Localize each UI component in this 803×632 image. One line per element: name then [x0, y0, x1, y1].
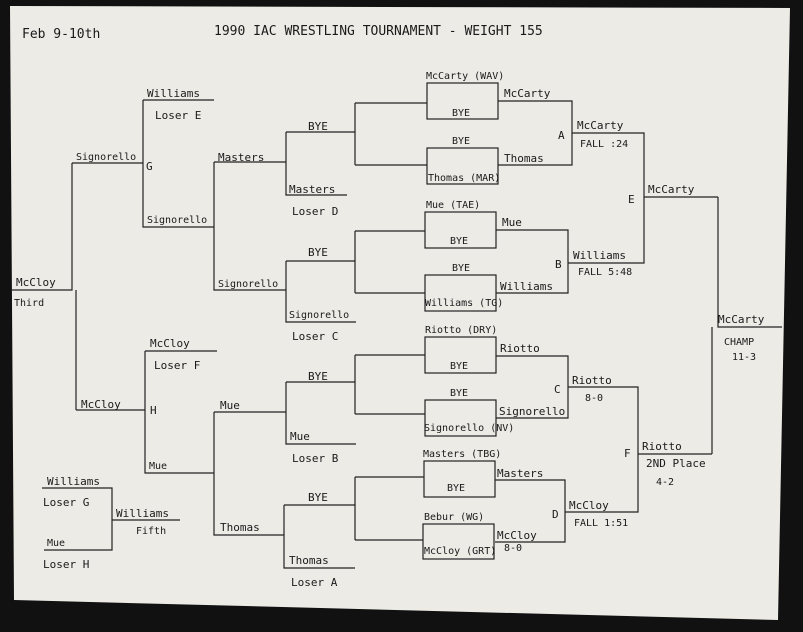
date-label: Feb 9-10th [22, 27, 100, 42]
semi-bracket-lines [565, 132, 782, 513]
cons-loser-f: Loser F [154, 359, 200, 372]
cons-g-signorello: Signorello [76, 152, 136, 163]
semi-c-winner: Riotto [572, 374, 612, 387]
cons-masters: Masters [218, 151, 264, 164]
quarter-b2: Williams [500, 280, 553, 293]
champion-label: CHAMP [724, 337, 754, 348]
cons-loser-e: Loser E [155, 109, 201, 122]
cons-bye-2: BYE [308, 246, 328, 259]
prelim-seed-1: McCarty (WAV) [426, 71, 504, 82]
champion-score: 11-3 [732, 352, 756, 363]
quarter-c1: Riotto [500, 342, 540, 355]
semi-d-result: FALL 1:51 [574, 518, 628, 529]
quarter-b1: Mue [502, 216, 522, 229]
final-f-winner: Riotto [642, 440, 682, 453]
fifth-mue: Mue [47, 538, 65, 549]
cons-bye-3: BYE [308, 370, 328, 383]
prelim-seed-6: Signorello (NV) [424, 423, 514, 434]
cons-loser-d: Loser D [292, 205, 338, 218]
tournament-title: 1990 IAC WRESTLING TOURNAMENT - WEIGHT 1… [214, 24, 543, 39]
champion-name: McCarty [718, 313, 765, 326]
fifth-loser-h: Loser H [43, 558, 89, 571]
prelim-pair-7: Masters (TBG) BYE [423, 449, 501, 498]
bout-label-f: F [624, 447, 631, 460]
cons-loser-c: Loser C [292, 330, 338, 343]
bout-label-b: B [555, 258, 562, 271]
semi-d-winner: McCloy [569, 499, 609, 512]
prelim-bye-7: BYE [447, 483, 465, 494]
prelim-seed-8: Bebur (WG) [424, 512, 484, 523]
semi-a-winner: McCarty [577, 119, 624, 132]
second-place-label: 2ND Place [646, 457, 706, 470]
cons-signorello-2: Signorello [289, 310, 349, 321]
prelim-box-8 [422, 523, 495, 560]
cons-g-signorello-2: Signorello [147, 215, 207, 226]
prelim-bye-3: BYE [450, 236, 468, 247]
cons-masters-2: Masters [289, 183, 335, 196]
prelim-pair-2: BYE Thomas (MAR) [426, 136, 500, 185]
semi-a-result: FALL :24 [580, 139, 628, 150]
prelim-seed-7: Masters (TBG) [423, 449, 501, 460]
fifth-place-label: Fifth [136, 526, 166, 537]
cons-thomas: Thomas [220, 521, 260, 534]
fifth-williams: Williams [47, 475, 100, 488]
consolation-lines [12, 99, 427, 569]
cons-h-mue: Mue [149, 461, 167, 472]
final-e-winner: McCarty [648, 183, 695, 196]
cons-mue-2: Mue [290, 430, 310, 443]
prelim-pair-8: Bebur (WG) McCloy (GRT) 8-0 [422, 512, 522, 560]
prelim-seed-9: McCloy (GRT) [424, 546, 496, 557]
cons-bye-1: BYE [308, 120, 328, 133]
bout-label-c: C [554, 383, 561, 396]
prelim-seed-5: Riotto (DRY) [425, 325, 497, 336]
quarter-d1: Masters [497, 467, 543, 480]
cons-thomas-2: Thomas [289, 554, 329, 567]
cons-g-williams: Williams [147, 87, 200, 100]
prelim-seed-2: Thomas (MAR) [428, 173, 500, 184]
second-place-score: 4-2 [656, 477, 674, 488]
quarter-d2: McCloy [497, 529, 537, 542]
semi-b-winner: Williams [573, 249, 626, 262]
bout-label-e: E [628, 193, 635, 206]
prelim-bye-1: BYE [452, 108, 470, 119]
cons-bye-4: BYE [308, 491, 328, 504]
quarter-c2: Signorello [499, 405, 565, 418]
fifth-loser-g: Loser G [43, 496, 89, 509]
prelim-seed-4: Williams (TG) [425, 298, 503, 309]
third-place-name: McCloy [16, 276, 56, 289]
third-place-label: Third [14, 298, 44, 309]
prelim-score-8: 8-0 [504, 543, 522, 554]
semi-c-result: 8-0 [585, 393, 603, 404]
prelim-box-2 [426, 147, 499, 185]
cons-loser-b: Loser B [292, 452, 339, 465]
quarter-a2: Thomas [504, 152, 544, 165]
prelim-bye-4: BYE [452, 263, 470, 274]
cons-mue: Mue [220, 399, 240, 412]
cons-loser-a: Loser A [291, 576, 338, 589]
fifth-place-name: Williams [116, 507, 169, 520]
bout-label-h: H [150, 404, 157, 417]
prelim-bye-5: BYE [450, 361, 468, 372]
semi-b-result: FALL 5:48 [578, 267, 632, 278]
bout-label-a: A [558, 129, 565, 142]
prelim-seed-3: Mue (TAE) [426, 200, 480, 211]
prelim-bye-6: BYE [450, 388, 468, 399]
cons-signorello: Signorello [218, 279, 278, 290]
bout-label-g: G [146, 160, 153, 173]
bout-label-d: D [552, 508, 559, 521]
quarter-a1: McCarty [504, 87, 551, 100]
cons-h-mccloy-2: McCloy [81, 398, 121, 411]
paper [10, 6, 790, 620]
prelim-box-7 [423, 460, 496, 498]
cons-h-mccloy: McCloy [150, 337, 190, 350]
prelim-bye-2: BYE [452, 136, 470, 147]
